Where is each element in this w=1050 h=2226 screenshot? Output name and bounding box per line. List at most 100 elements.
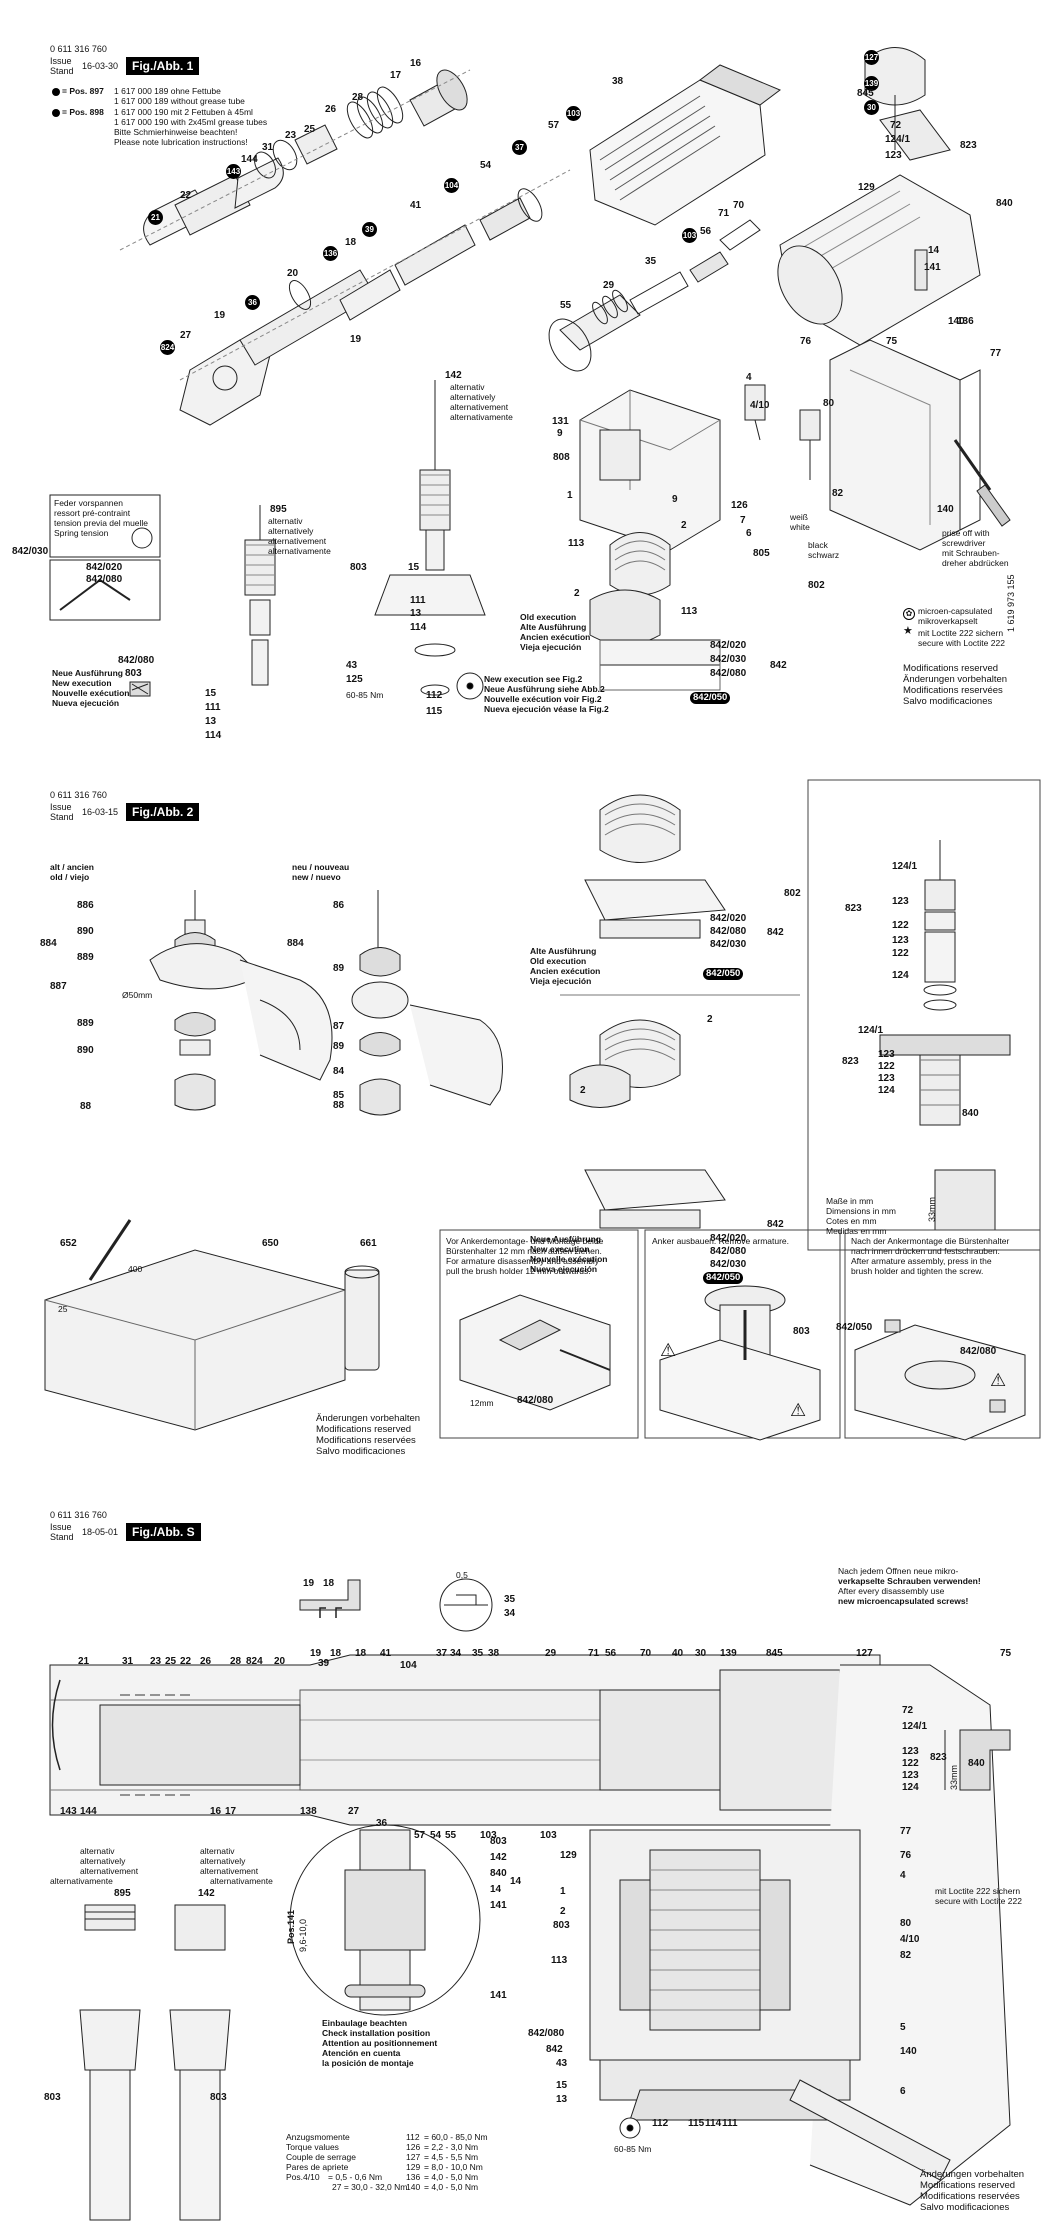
part-label: 80 — [900, 1918, 912, 1929]
callout-dot: 104 — [444, 178, 459, 193]
part-label: 18 — [345, 237, 357, 248]
part-label: 80 — [823, 398, 835, 409]
part-label: 123 — [892, 896, 909, 907]
old-exec-2c: Ancien exécution — [530, 966, 601, 976]
part-label: 28 — [352, 92, 364, 103]
part-label: 802 — [808, 580, 825, 591]
part-label: 886 — [77, 900, 94, 911]
sheet2-stand: Stand — [50, 812, 74, 822]
new-exec-1d: Nueva ejecución — [52, 698, 120, 708]
torque-head-5: Pos.4/10 — [286, 2172, 320, 2182]
part-label: 803 — [44, 2092, 61, 2103]
part-label: 39 — [318, 1658, 330, 1669]
part-label: 54 — [430, 1830, 442, 1841]
new-exec-1b: New execution — [52, 678, 112, 688]
sheetS-issue: Issue — [50, 1522, 72, 1532]
stator-1 — [589, 532, 721, 691]
dim-50: Ø50mm — [122, 990, 153, 1000]
sheet1-date: 16-03-30 — [82, 61, 119, 71]
loctite-s-2: secure with Loctite 222 — [935, 1896, 1022, 1906]
callout-dot: 139 — [864, 76, 879, 91]
spring-note-3: tension previa del muelle — [54, 518, 149, 528]
handle-old — [149, 890, 333, 1111]
cover-75 — [829, 339, 981, 551]
brush-holder-4 — [744, 384, 821, 480]
part-label: 890 — [77, 1045, 94, 1056]
part-label: 17 — [390, 70, 402, 81]
section-s-circle-detail — [289, 1824, 481, 2016]
part-label: 842/080 — [960, 1346, 997, 1357]
brush-note-3: For armature disassembly and assembly — [446, 1256, 600, 1266]
pos898-line-2: 1 617 000 190 with 2x45ml grease tubes — [114, 117, 268, 127]
part-label: 19 — [303, 1578, 315, 1589]
part-label: 2 — [707, 1014, 713, 1025]
legend-1: microen-capsulated — [918, 606, 993, 616]
part-label: 842/030 — [12, 546, 49, 557]
part-label: 842 — [770, 660, 787, 671]
spring-note-4: Spring tension — [54, 528, 109, 538]
legend-2: mikroverkapselt — [918, 616, 978, 626]
dim-33-2: 33mm — [927, 1196, 937, 1222]
white-1: weiß — [790, 512, 808, 522]
dim-400: 400 — [128, 1264, 143, 1274]
torque-value: = 8,0 - 10,0 Nm — [424, 2162, 483, 2172]
dims-1: Maße in mm — [826, 1196, 874, 1206]
black-1: black — [808, 540, 828, 550]
part-label: 4 — [746, 372, 752, 383]
part-label: 842/080 — [710, 1246, 747, 1257]
alt-note-2a: alternativ — [268, 516, 303, 526]
part-label: 4/10 — [900, 1934, 920, 1945]
part-label: 895 — [270, 504, 287, 515]
after-note-4: brush holder and tighten the screw. — [851, 1266, 984, 1276]
alt-note-2b: alternatively — [268, 526, 314, 536]
part-label: 43 — [556, 2058, 568, 2069]
part-label: 56 — [700, 226, 712, 237]
fig2-bearing-stack — [923, 840, 957, 1011]
part-label: 808 — [553, 452, 570, 463]
part-label: 18 — [330, 1648, 342, 1659]
mods-2c: Modifications reservées — [316, 1435, 416, 1446]
part-label: 123 — [902, 1770, 919, 1781]
torque-value: = 2,2 - 3,0 Nm — [424, 2142, 479, 2152]
install-4: Atención en cuenta — [322, 2048, 401, 2058]
piston-cylinder — [548, 219, 761, 372]
part-label: 19 — [214, 310, 226, 321]
pos141-label: Pos.141 — [286, 1909, 296, 1944]
mods-2b: Modifications reserved — [316, 1424, 412, 1435]
callout-dot: 127 — [864, 50, 879, 65]
part-label: 123 — [885, 150, 902, 161]
torque-27: 27 = 30,0 - 32,0 Nm — [332, 2182, 408, 2192]
part-label: 842/030 — [710, 939, 747, 950]
part-label: 72 — [890, 120, 902, 131]
main-housing-808 — [579, 389, 721, 551]
spring-tension-box — [49, 494, 161, 621]
part-label: 21 — [78, 1656, 90, 1667]
part-label: 23 — [285, 130, 297, 141]
after-note-1: Nach der Ankermontage die Bürstenhalter — [851, 1236, 1010, 1246]
old-exec-1b: Alte Ausführung — [520, 622, 587, 632]
pos898-bullet — [52, 109, 60, 117]
chuck-assembly — [119, 69, 471, 251]
new-exec-1c: Nouvelle exécution — [52, 688, 130, 698]
part-label: 87 — [333, 1021, 345, 1032]
part-label: 845 — [857, 88, 874, 99]
brush-note-4: pull the brush holder 12 mm outwards. — [446, 1266, 591, 1276]
part-label: 76 — [800, 336, 812, 347]
torque-pos: 136 — [406, 2172, 421, 2182]
callout-dot: 30 — [864, 100, 879, 115]
pos141-val: 9,6-10,0 — [298, 1918, 308, 1952]
part-label: 842/020 — [710, 1233, 747, 1244]
part-label: 144 — [241, 154, 258, 165]
see-fig2-b: Neue Ausführung siehe Abb.2 — [484, 684, 605, 694]
part-label: 652 — [60, 1238, 77, 1249]
pos897-bullet — [52, 88, 60, 96]
alt-s-1d: alternativamente — [50, 1876, 113, 1886]
sheet2-fig-tag: Fig./Abb. 2 — [126, 803, 200, 821]
part-label: 18 — [355, 1648, 367, 1659]
brush-note-2: Bürstenhalter 12 mm nach außen ziehen. — [446, 1246, 602, 1256]
sheet2-part-no: 0 611 316 760 — [50, 790, 107, 800]
install-2: Check installation position — [322, 2028, 431, 2038]
part-label: 89 — [333, 1041, 345, 1052]
part-label: 131 — [552, 416, 569, 427]
part-label: 115 — [426, 706, 443, 717]
